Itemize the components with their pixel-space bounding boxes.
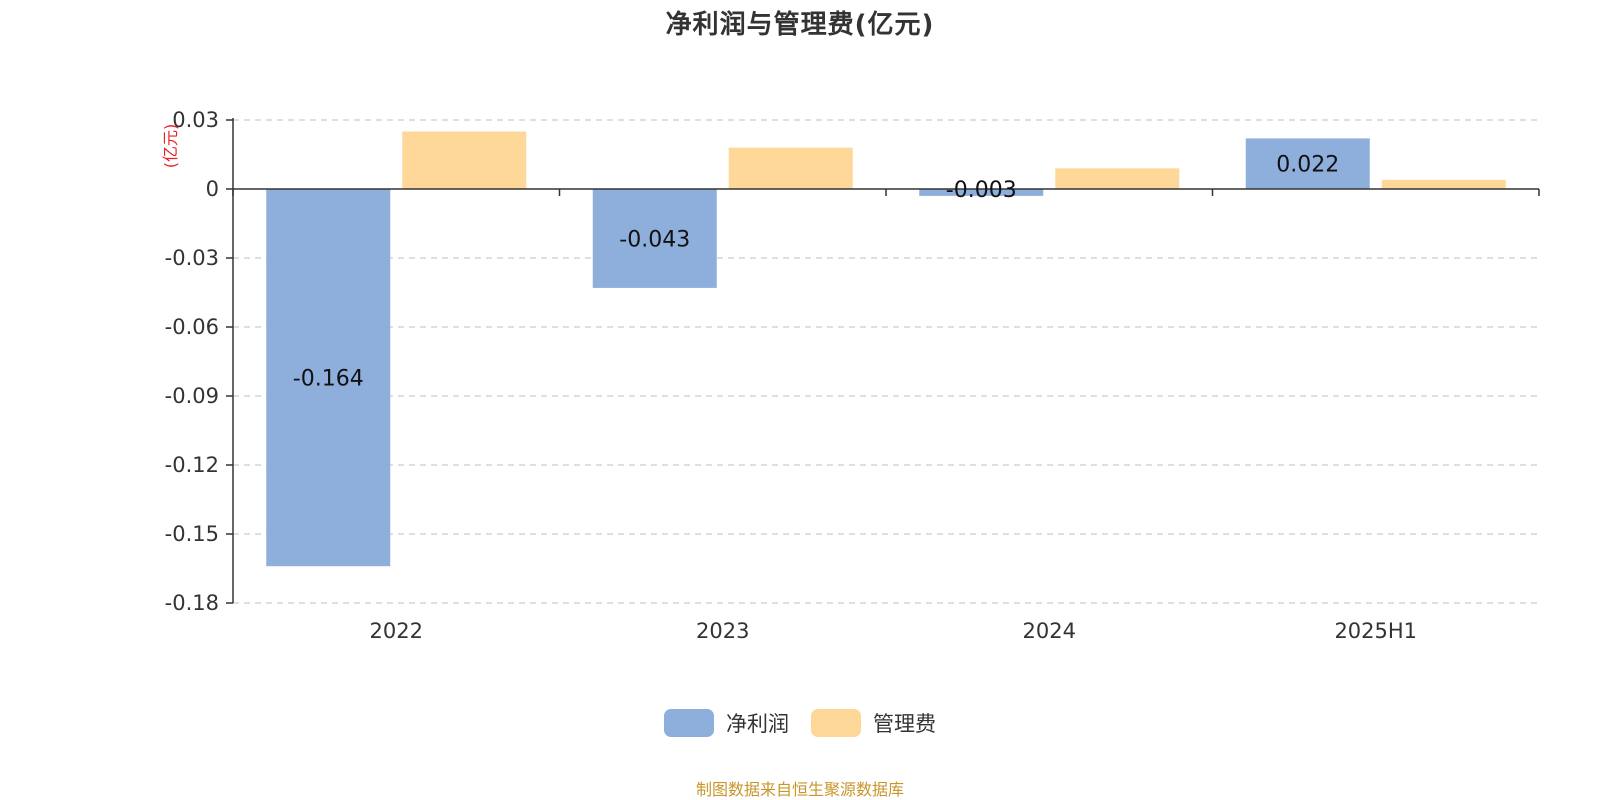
y-tick-label: -0.09 — [165, 384, 219, 408]
source-note: 制图数据来自恒生聚源数据库 — [695, 780, 904, 799]
bar-net-profit-2024 — [919, 189, 1044, 196]
y-tick-label: 0 — [206, 177, 219, 201]
bar-admin-expense-2024 — [1055, 168, 1180, 189]
data-labels: -0.164 -0.043 -0.003 0.022 — [293, 153, 1339, 392]
legend-item-admin-expense[interactable]: 管理费 — [811, 708, 936, 738]
data-label: -0.003 — [946, 178, 1017, 203]
data-label: -0.043 — [619, 227, 690, 252]
x-tick-label: 2024 — [1023, 619, 1076, 643]
legend-item-net-profit[interactable]: 净利润 — [664, 708, 789, 738]
x-tick-label: 2022 — [370, 619, 423, 643]
gridlines — [233, 119, 1539, 604]
y-tick-label: -0.18 — [165, 591, 219, 615]
legend-label-net-profit: 净利润 — [726, 712, 789, 736]
bar-admin-expense-2025H1 — [1381, 179, 1506, 189]
legend-swatch-admin-expense — [811, 709, 861, 737]
x-tick-label: 2025H1 — [1334, 619, 1417, 643]
legend-swatch-net-profit — [664, 709, 714, 737]
y-tick-label: -0.15 — [165, 522, 219, 546]
bar-admin-expense-2023 — [728, 147, 853, 189]
bar-net-profit-2023 — [592, 189, 717, 288]
axes: (亿元)0.03 0 -0.03 -0.06 -0.09 -0.12 -0.15 -0.18 2… — [161, 108, 1540, 643]
chart-title: 净利润与管理费(亿元) — [665, 10, 935, 40]
bar-admin-expense-2022 — [402, 131, 527, 189]
y-tick-label: 0.03 — [172, 108, 219, 132]
y-tick-label: -0.12 — [165, 453, 219, 477]
x-tick-label: 2023 — [696, 619, 749, 643]
bar-net-profit-2025H1 — [1245, 138, 1370, 189]
y-tick-label: -0.03 — [165, 246, 219, 270]
legend-label-admin-expense: 管理费 — [873, 712, 936, 736]
data-label: 0.022 — [1276, 153, 1339, 178]
data-label: -0.164 — [293, 367, 364, 392]
bars — [266, 131, 1506, 567]
legend: 净利润 管理费 — [0, 708, 1600, 738]
y-axis-label: (亿元) — [161, 124, 180, 169]
bar-chart: (亿元)0.03 0 -0.03 -0.06 -0.09 -0.12 -0.15 -0.18 2… — [161, 108, 1540, 643]
y-tick-label: -0.06 — [165, 315, 219, 339]
bar-net-profit-2022 — [266, 189, 391, 567]
